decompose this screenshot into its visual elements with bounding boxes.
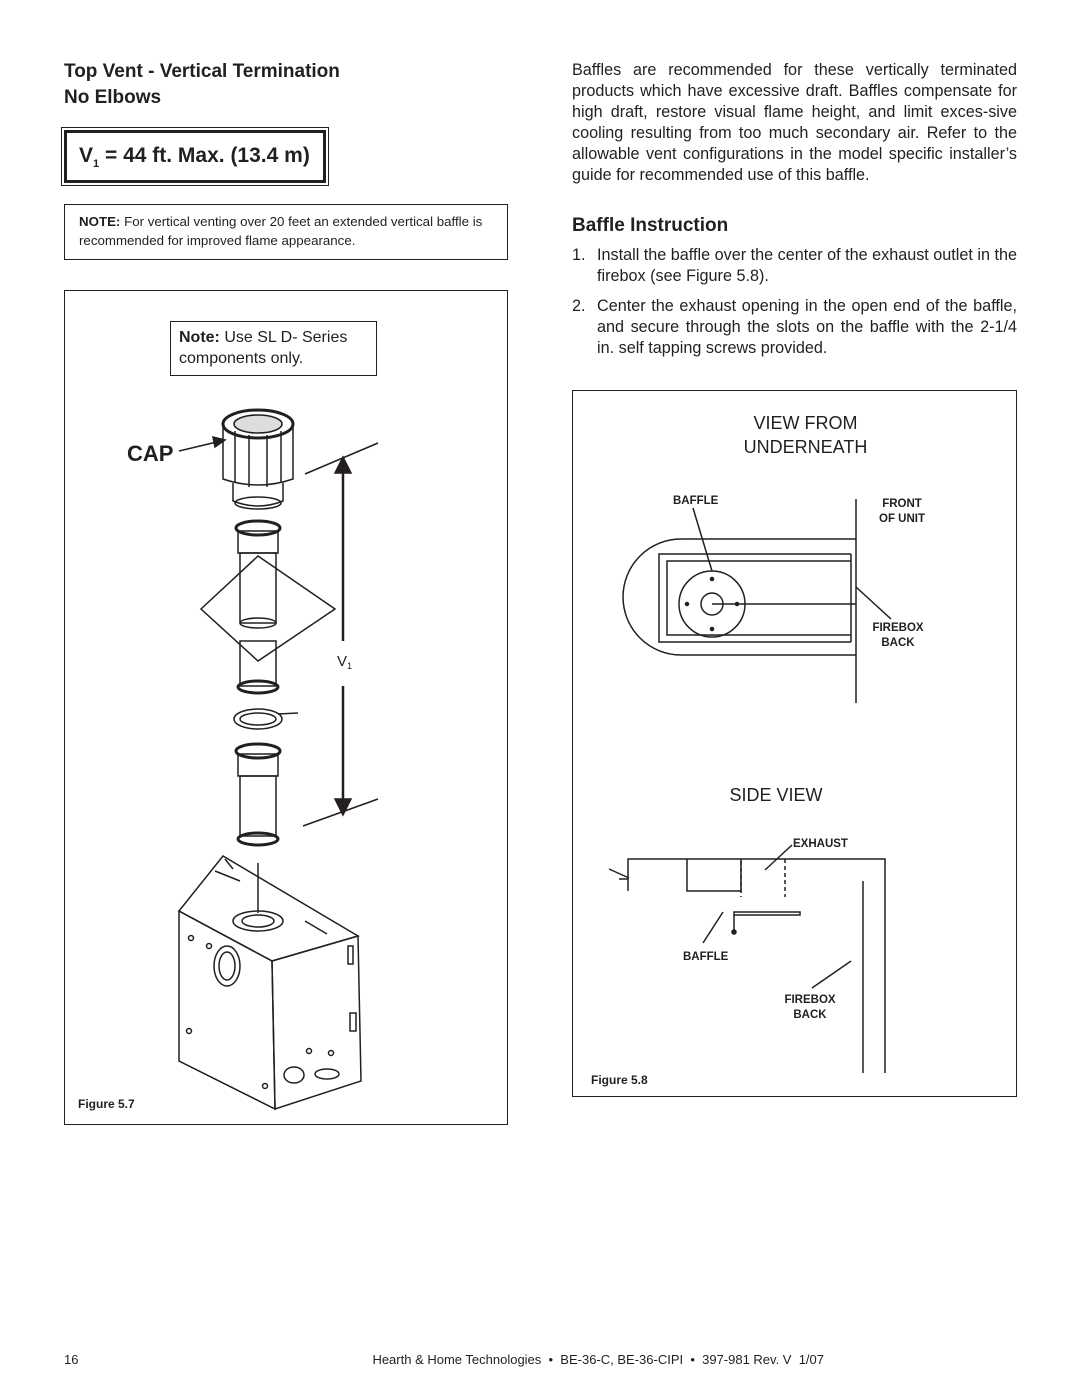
footer-text: Hearth & Home Technologies • BE-36-C, BE…	[372, 1352, 824, 1367]
view-from-underneath-title: VIEW FROM UNDERNEATH	[673, 411, 938, 459]
exhaust-label: EXHAUST	[793, 838, 848, 850]
note-label: NOTE:	[79, 214, 121, 229]
vent-cap	[221, 408, 295, 510]
front-of-unit-line-2: OF UNIT	[879, 513, 925, 525]
heading-line-1: Top Vent - Vertical Termination	[64, 61, 340, 82]
step-number: 2.	[572, 297, 586, 315]
instruction-step-1: 1. Install the baffle over the center of…	[572, 245, 1017, 287]
side-view	[608, 844, 886, 1073]
figure-5-7-caption: Figure 5.7	[78, 1097, 135, 1111]
baffle-top-label: BAFFLE	[673, 495, 719, 507]
wall-strap	[233, 708, 299, 730]
cap-arrowhead	[212, 435, 227, 449]
firebox-back-line-1: FIREBOX	[872, 622, 923, 634]
figure-5-8: VIEW FROM UNDERNEATH	[572, 390, 1017, 1097]
instruction-step-2: 2. Center the exhaust opening in the ope…	[572, 296, 1017, 359]
firestop-plate	[199, 555, 337, 662]
vent-pipe-section-2	[234, 742, 282, 847]
max-prefix: V	[79, 144, 94, 167]
view-from-line-1: VIEW FROM	[753, 413, 858, 433]
vent-assembly-drawing: CAP V1	[127, 408, 379, 1111]
ceiling-line	[302, 798, 379, 827]
step-text: Install the baffle over the center of th…	[597, 246, 1017, 285]
components-note-text: Use SL D- Series components only.	[179, 329, 348, 367]
vent-pipe-section-1-lower	[236, 640, 280, 695]
components-note: Note: Use SL D- Series components only.	[170, 321, 377, 376]
max-length-text: V1 = 44 ft. Max. (13.4 m)	[79, 144, 310, 170]
note-text: For vertical venting over 20 feet an ext…	[79, 214, 483, 248]
baffle-views-drawing: BAFFLE FRONT OF UNIT FIREBOX BACK SIDE V…	[608, 495, 925, 1073]
baffle-side-label: BAFFLE	[683, 951, 729, 963]
baffle-instruction-heading: Baffle Instruction	[572, 215, 729, 236]
dimension-label-subscript: 1	[347, 661, 352, 671]
max-subscript: 1	[93, 158, 100, 171]
dimension-arrow-top	[333, 455, 353, 474]
dimension-label-letter: V	[337, 653, 347, 670]
underneath-view	[622, 499, 892, 703]
heading-line-2: No Elbows	[64, 87, 162, 108]
front-of-unit-line-1: FRONT	[882, 498, 922, 510]
step-text: Center the exhaust opening in the open e…	[597, 297, 1017, 357]
section-heading: Top Vent - Vertical Termination No Elbow…	[64, 59, 340, 111]
vent-pipe-section-1	[234, 519, 282, 629]
step-number: 1.	[572, 246, 586, 264]
firebox-back-line-2: BACK	[881, 637, 915, 649]
dimension-label: V1	[337, 653, 352, 671]
max-length-box: V1 = 44 ft. Max. (13.4 m)	[64, 130, 326, 183]
cap-label: CAP	[127, 441, 173, 466]
view-from-line-2: UNDERNEATH	[743, 437, 868, 457]
firebox-back-side-line-1: FIREBOX	[784, 994, 835, 1006]
baffle-intro-paragraph: Baffles are recommended for these vertic…	[572, 61, 1017, 184]
side-view-title: SIDE VIEW	[729, 785, 822, 805]
page-number: 16	[64, 1352, 79, 1367]
firebox-back-side-line-2: BACK	[793, 1009, 827, 1021]
figure-5-8-caption: Figure 5.8	[591, 1073, 648, 1087]
figure-5-7: Note: Use SL D- Series components only.	[64, 290, 508, 1125]
vertical-venting-note: NOTE: For vertical venting over 20 feet …	[64, 204, 508, 260]
dimension-arrow-bottom	[333, 798, 353, 817]
max-value: = 44 ft. Max. (13.4 m)	[99, 144, 310, 167]
fireplace-unit	[177, 855, 362, 1111]
components-note-label: Note:	[179, 329, 220, 346]
